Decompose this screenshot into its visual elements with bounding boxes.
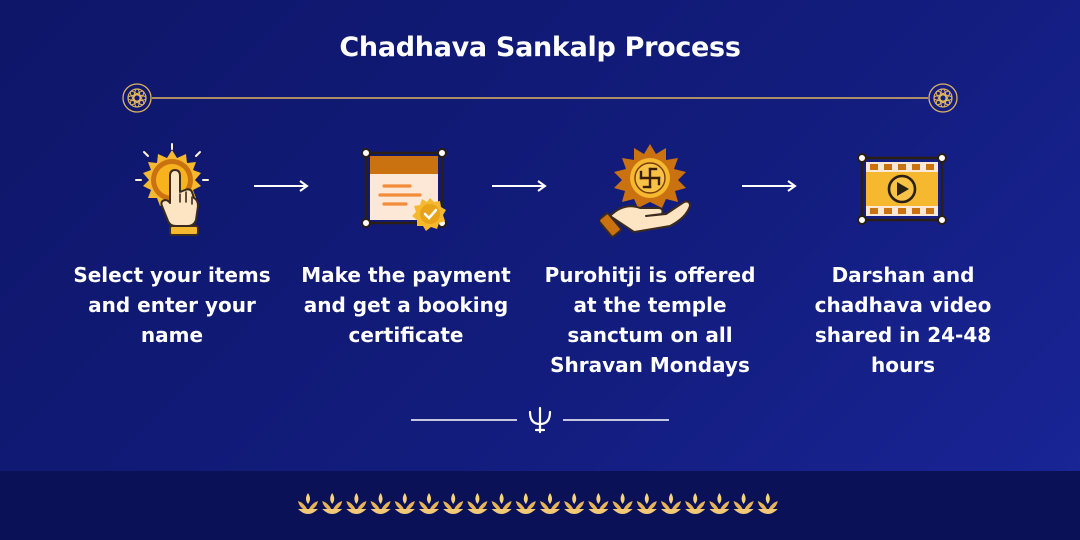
diya-icon <box>443 493 464 514</box>
diya-icon <box>370 493 391 514</box>
diya-icon <box>661 493 681 514</box>
trishul-icon <box>528 406 552 434</box>
diya-icon <box>419 493 439 514</box>
diya-icon <box>540 493 560 514</box>
certificate-icon <box>361 148 447 231</box>
diya-row <box>298 493 778 514</box>
diya-icon <box>757 493 778 514</box>
diya-icon <box>709 493 730 514</box>
tap-hand-icon <box>135 143 209 236</box>
video-film-icon <box>857 153 947 225</box>
diya-icon <box>322 493 343 514</box>
diya-icon <box>612 493 633 514</box>
diya-icon <box>298 493 318 514</box>
diya-icon <box>467 493 488 514</box>
diya-icon <box>636 493 657 514</box>
step-1-text: Select your items and enter your name <box>73 263 271 347</box>
footer-band <box>0 471 1080 540</box>
diya-icon <box>733 493 754 514</box>
step-3-text: Purohitji is offered at the temple sanct… <box>544 263 756 377</box>
diya-icon <box>515 493 536 514</box>
diya-icon <box>588 493 609 514</box>
step-2-text: Make the payment and get a booking certi… <box>301 263 511 347</box>
step-4-text: Darshan and chadhava video shared in 24-… <box>814 263 992 377</box>
arrow-right-icon <box>254 180 309 192</box>
ornament-divider <box>122 83 958 113</box>
diya-icon <box>564 493 585 514</box>
trishul-divider <box>411 406 669 434</box>
mandala-left-icon <box>122 83 152 113</box>
arrow-right-icon <box>742 180 797 192</box>
diya-icon <box>394 493 415 514</box>
mandala-right-icon <box>928 83 958 113</box>
diya-icon <box>491 493 512 514</box>
arrow-right-icon <box>492 180 547 192</box>
diya-icon <box>685 493 706 514</box>
diya-icon <box>346 493 367 514</box>
offering-hand-icon <box>600 144 691 238</box>
page-title: Chadhava Sankalp Process <box>339 32 741 63</box>
